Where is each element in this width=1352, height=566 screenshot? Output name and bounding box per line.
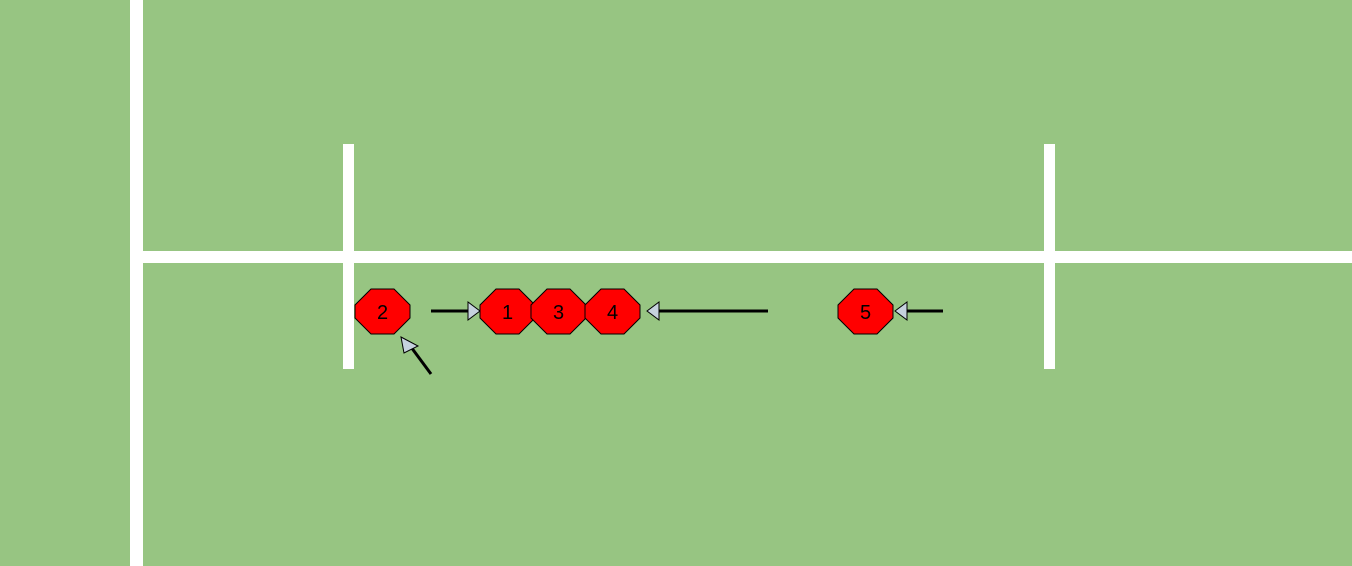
arrow-into-player-4 — [646, 301, 768, 321]
arrow-into-player-1 — [431, 301, 481, 321]
right-post-marker — [1044, 144, 1055, 369]
player-number: 3 — [553, 302, 564, 324]
player-marker — [584, 288, 641, 335]
arrow-into-player-5 — [894, 301, 943, 321]
player-marker — [354, 288, 411, 335]
player-1: 1 — [479, 288, 536, 335]
player-number: 1 — [502, 302, 513, 324]
try-line — [143, 251, 1352, 263]
left-post-marker — [343, 144, 354, 369]
player-3: 3 — [530, 288, 587, 335]
player-number: 4 — [607, 302, 618, 324]
dead-ball-line — [130, 0, 143, 566]
player-marker — [837, 288, 894, 335]
player-2: 2 — [354, 288, 411, 335]
player-marker — [530, 288, 587, 335]
player-marker — [479, 288, 536, 335]
player-number: 2 — [377, 302, 388, 324]
player-number: 5 — [860, 302, 871, 324]
player-5: 5 — [837, 288, 894, 335]
arrow-into-player-2 — [400, 336, 433, 375]
player-4: 4 — [584, 288, 641, 335]
